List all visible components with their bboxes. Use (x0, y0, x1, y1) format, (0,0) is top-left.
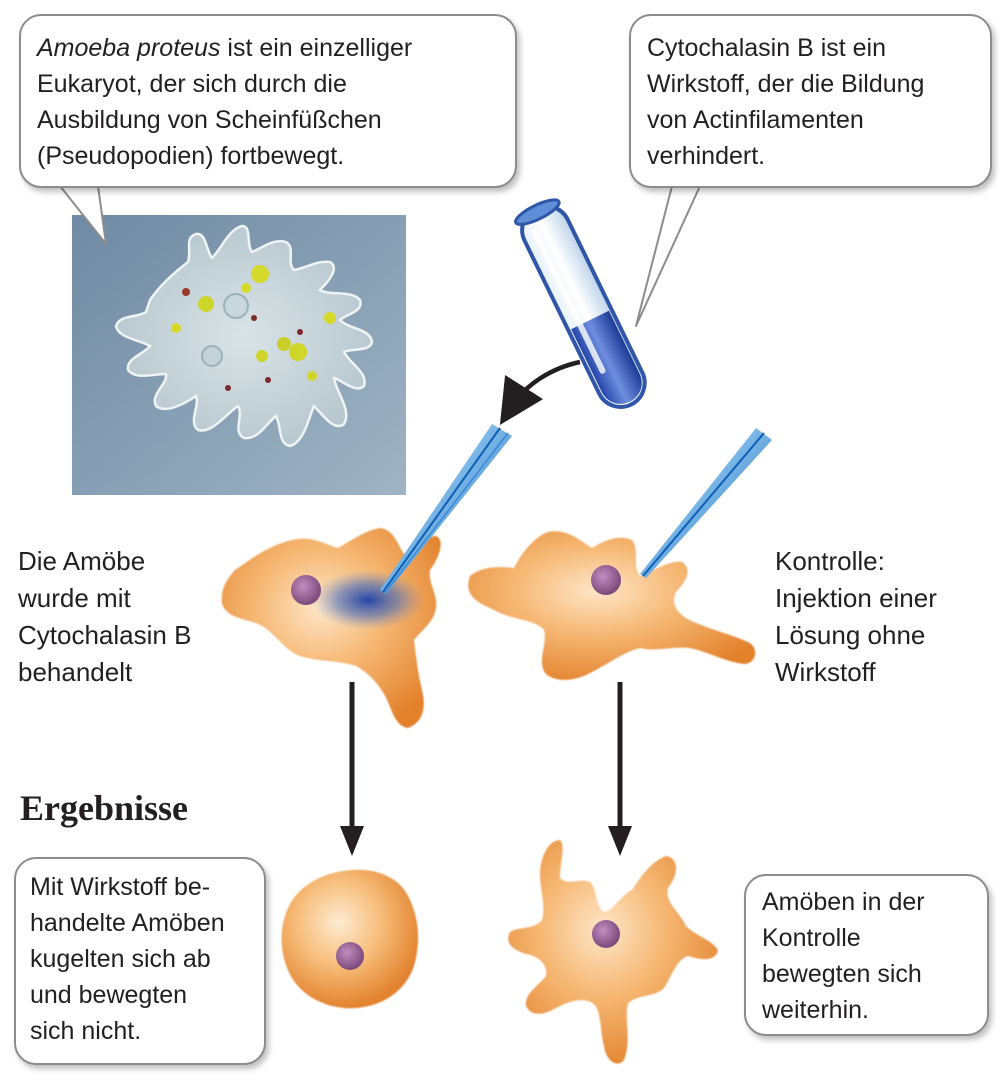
result-rounded-nucleus (336, 942, 364, 970)
treated-result-line-4: und bewegten (30, 981, 188, 1009)
treated-down-arrow (340, 682, 364, 856)
control-label-line-4: Wirkstoff (775, 657, 876, 687)
amoeba-callout-line-1: Amoeba proteus ist ein einzelliger (37, 30, 499, 66)
cytochalasin-callout-line-3: von Actinfilamenten (647, 106, 864, 134)
control-result-line-2: Kontrolle (762, 924, 861, 952)
treated-result-callout: Mit Wirkstoff be- handelte Amöben kugelt… (14, 857, 266, 1065)
amoeba-callout-line-1-rest: ist ein einzelliger (220, 34, 413, 62)
control-result-callout: Amöben in der Kontrolle bewegten sich we… (744, 874, 989, 1036)
species-name: Amoeba proteus (37, 34, 221, 62)
control-label-line-3: Lösung ohne (775, 620, 926, 650)
amoeba-callout-line-4: (Pseudopodien) fortbewegt. (37, 142, 345, 170)
cytochalasin-callout-tail (635, 185, 701, 327)
cytochalasin-callout-line-1: Cytochalasin B ist ein (647, 34, 887, 62)
results-heading: Ergebnisse (20, 788, 189, 828)
cytochalasin-callout-line-2: Wirkstoff, der die Bildung (647, 70, 925, 98)
treated-label-line-4: behandelt (18, 657, 133, 687)
control-label-line-2: Injektion einer (775, 583, 937, 613)
treated-result-line-1: Mit Wirkstoff be- (30, 873, 211, 901)
result-moving-amoeba (508, 840, 718, 1064)
treated-label-line-2: wurde mit (18, 583, 131, 613)
treated-micropipette (380, 424, 512, 594)
treated-nucleus (291, 575, 321, 605)
control-down-arrow (608, 682, 632, 856)
treated-result-line-5: sich nicht. (30, 1017, 142, 1045)
control-result-line-4: weiterhin. (762, 996, 869, 1024)
test-tube (514, 198, 647, 409)
treated-result-line-2: handelte Amöben (30, 909, 225, 937)
treated-label: Die Amöbe wurde mit Cytochalasin B behan… (18, 543, 191, 691)
amoeba-callout-line-2: Eukaryot, der sich durch die (37, 70, 347, 98)
treated-result-line-3: kugelten sich ab (30, 945, 211, 973)
control-label: Kontrolle: Injektion einer Lösung ohne W… (775, 543, 937, 691)
amoeba-callout-line-3: Ausbildung von Scheinfüßchen (37, 106, 382, 134)
result-rounded-amoeba (281, 869, 419, 1009)
photo-vacuoles (171, 265, 336, 391)
control-result-line-3: bewegten sich (762, 960, 922, 988)
control-amoeba (468, 531, 756, 680)
control-result-line-1: Amöben in der (762, 888, 925, 916)
treated-drug-stain (312, 570, 424, 630)
amoeba-info-callout: Amoeba proteus ist ein einzelliger Eukar… (19, 14, 517, 188)
treated-label-line-3: Cytochalasin B (18, 620, 192, 650)
cytochalasin-callout-line-4: verhindert. (647, 142, 766, 170)
treated-amoeba (221, 528, 441, 728)
photo-amoeba-cell (114, 224, 374, 448)
result-moving-nucleus (592, 920, 620, 948)
control-label-line-1: Kontrolle: (775, 546, 885, 576)
transfer-arrow (499, 359, 581, 425)
amoeba-photo (72, 215, 406, 495)
treated-label-line-1: Die Amöbe (18, 546, 146, 576)
cytochalasin-info-callout: Cytochalasin B ist ein Wirkstoff, der di… (629, 14, 992, 188)
control-micropipette (640, 428, 772, 578)
control-nucleus (591, 565, 621, 595)
